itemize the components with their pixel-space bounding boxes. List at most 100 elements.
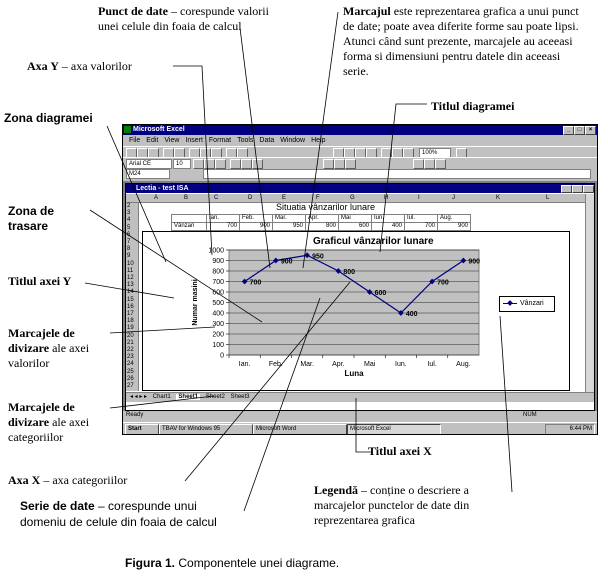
menu-edit[interactable]: Edit — [146, 137, 159, 144]
table-cell[interactable]: Mai — [338, 214, 372, 223]
tab-sheet1[interactable]: Sheet1 — [176, 394, 201, 400]
percent-icon[interactable] — [334, 159, 345, 169]
row-header[interactable]: 20 — [127, 332, 134, 339]
menu-tools[interactable]: Tools — [237, 137, 254, 144]
close-button[interactable]: × — [585, 126, 596, 135]
row-header[interactable]: 12 — [127, 275, 134, 281]
underline-icon[interactable] — [215, 159, 226, 169]
row-header[interactable]: 6 — [127, 231, 131, 238]
col-e[interactable]: E — [282, 195, 287, 201]
minimize-button[interactable]: _ — [563, 126, 574, 135]
table-cell[interactable]: Mar. — [272, 214, 306, 223]
row-header[interactable]: 26 — [127, 375, 134, 382]
row-header[interactable]: 10 — [127, 260, 134, 267]
table-cell[interactable]: Iun. — [371, 214, 405, 223]
table-cell[interactable]: 800 — [305, 222, 339, 231]
wb-close-button[interactable] — [583, 185, 594, 193]
wb-minimize-button[interactable] — [561, 185, 572, 193]
tab-sheet3[interactable]: Sheet3 — [230, 394, 250, 400]
col-j[interactable]: J — [452, 195, 455, 201]
table-cell[interactable]: Apr. — [305, 214, 339, 223]
row-header[interactable]: 23 — [127, 354, 134, 361]
row-header[interactable]: 19 — [127, 325, 134, 332]
row-header[interactable]: 9 — [127, 253, 131, 260]
name-box[interactable]: M24 — [126, 169, 170, 179]
formula-input[interactable] — [203, 169, 591, 179]
chart-legend[interactable]: Vânzari — [499, 296, 555, 312]
col-a[interactable]: A — [154, 195, 159, 201]
row-header[interactable]: 5 — [127, 224, 131, 231]
row-header[interactable]: 3 — [127, 210, 131, 217]
menu-insert[interactable]: Insert — [185, 137, 203, 144]
table-cell[interactable]: Ian. — [206, 214, 240, 223]
font-size-select[interactable]: 10 — [173, 159, 191, 169]
maximize-button[interactable]: □ — [574, 126, 585, 135]
row-header[interactable]: 7 — [127, 239, 131, 245]
taskbar-excel[interactable]: Microsoft Excel — [347, 424, 441, 434]
font-select[interactable]: Arial CE — [126, 159, 172, 169]
menu-format[interactable]: Format — [208, 137, 232, 144]
table-cell[interactable]: 900 — [239, 222, 273, 231]
taskbar-word[interactable]: Microsoft Word — [253, 424, 347, 434]
row-header[interactable]: 17 — [127, 311, 134, 317]
start-button[interactable]: Start — [125, 424, 159, 434]
col-i[interactable]: I — [418, 195, 420, 201]
menu-view[interactable]: View — [164, 137, 180, 144]
comma-icon[interactable] — [345, 159, 356, 169]
borders-icon[interactable] — [413, 159, 424, 169]
col-d[interactable]: D — [248, 195, 253, 201]
col-c[interactable]: C — [214, 195, 219, 201]
currency-icon[interactable] — [323, 159, 334, 169]
table-cell[interactable]: Iul. — [404, 214, 438, 223]
menu-data[interactable]: Data — [259, 137, 275, 144]
sheet-nav-arrows[interactable]: ◂ ◂ ▸ ▸ — [130, 394, 148, 400]
tab-sheet2[interactable]: Sheet2 — [205, 394, 225, 400]
col-k[interactable]: K — [496, 195, 501, 201]
table-cell[interactable]: 400 — [371, 222, 405, 231]
row-header[interactable]: 14 — [127, 289, 134, 296]
table-cell[interactable] — [171, 214, 207, 223]
row-header[interactable]: 15 — [127, 296, 134, 303]
row-header[interactable]: 11 — [127, 267, 134, 274]
row-header[interactable]: 13 — [127, 282, 134, 289]
font-color-icon[interactable] — [435, 159, 446, 169]
col-g[interactable]: G — [350, 195, 355, 201]
row-header[interactable]: 8 — [127, 246, 131, 253]
row-header[interactable]: 21 — [127, 339, 134, 346]
menu-window[interactable]: Window — [280, 137, 306, 144]
table-cell[interactable]: 600 — [338, 222, 372, 231]
row-header[interactable]: 25 — [127, 368, 134, 375]
center-icon[interactable] — [241, 159, 252, 169]
table-cell[interactable]: Vânzari — [171, 222, 207, 231]
fill-color-icon[interactable] — [424, 159, 435, 169]
col-b[interactable]: B — [184, 195, 189, 201]
label-titlul-axei-y: Titlul axei Y — [8, 274, 72, 288]
align-left-icon[interactable] — [230, 159, 241, 169]
taskbar-tbav[interactable]: TBAV for Windows 95 — [159, 424, 253, 434]
italic-icon[interactable] — [204, 159, 215, 169]
menu-file[interactable]: File — [129, 137, 141, 144]
col-f[interactable]: F — [316, 195, 320, 201]
bold-icon[interactable] — [193, 159, 204, 169]
row-header[interactable]: 18 — [127, 318, 134, 325]
row-header[interactable]: 16 — [127, 303, 134, 310]
align-right-icon[interactable] — [252, 159, 263, 169]
table-cell[interactable]: 700 — [404, 222, 438, 231]
vertical-scrollbar[interactable] — [585, 194, 594, 392]
row-header[interactable]: 24 — [127, 361, 134, 368]
row-header[interactable]: 2 — [127, 203, 131, 209]
menu-help[interactable]: Help — [311, 137, 326, 144]
row-header[interactable]: 27 — [127, 383, 134, 389]
col-h[interactable]: H — [384, 195, 389, 201]
table-cell[interactable]: Feb. — [239, 214, 273, 223]
row-header[interactable]: 4 — [127, 217, 131, 224]
table-cell[interactable]: 900 — [437, 222, 471, 231]
row-header[interactable]: 22 — [127, 347, 134, 353]
tab-chart1[interactable]: Chart1 — [152, 394, 171, 400]
table-cell[interactable]: Aug. — [437, 214, 471, 223]
table-cell[interactable]: 950 — [272, 222, 306, 231]
col-l[interactable]: L — [546, 195, 550, 201]
table-cell[interactable]: 700 — [206, 222, 240, 231]
wb-maximize-button[interactable] — [572, 185, 583, 193]
